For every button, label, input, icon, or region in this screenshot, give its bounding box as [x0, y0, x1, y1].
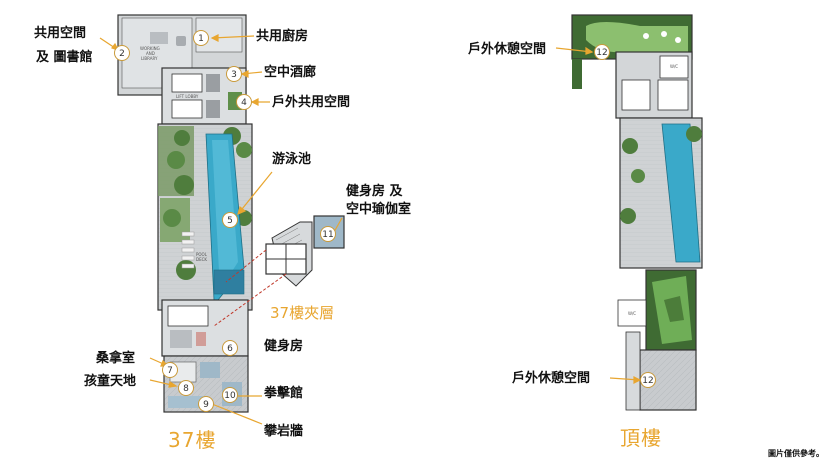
- badge-5: 5: [222, 212, 238, 228]
- label-library: 及 圖書館: [36, 50, 93, 65]
- badge-2: 2: [114, 45, 130, 61]
- roof-plan: [571, 14, 703, 411]
- room-label-library: LIBRARY: [141, 56, 158, 61]
- floor-37-plan: [117, 14, 253, 413]
- mezzanine-plan: [213, 215, 345, 327]
- floor-37-title: 37樓: [168, 428, 217, 452]
- label-gym-yoga-1: 健身房 及: [346, 184, 403, 199]
- label-roof-rest-bottom: 戶外休憩空間: [512, 371, 591, 386]
- room-label-lift-lobby: LIFT LOBBY: [176, 94, 199, 99]
- label-swimming-pool: 游泳池: [272, 152, 312, 167]
- label-sky-bar: 空中酒廊: [264, 65, 317, 80]
- badge-4: 4: [236, 94, 252, 110]
- label-gym: 健身房: [264, 339, 304, 354]
- badge-12-top: 12: [594, 44, 610, 60]
- label-shared-kitchen: 共用廚房: [256, 29, 309, 44]
- badge-11: 11: [320, 226, 336, 242]
- badge-10: 10: [222, 387, 238, 403]
- mezzanine-title: 37樓夾層: [270, 304, 335, 322]
- label-boxing: 拳擊館: [264, 386, 304, 401]
- label-outdoor-shared-space: 戶外共用空間: [272, 95, 351, 110]
- room-label-pool: POOL: [196, 252, 207, 257]
- roof-title: 頂樓: [620, 426, 662, 450]
- badge-9: 9: [198, 396, 214, 412]
- label-sauna: 桑拿室: [96, 351, 136, 366]
- badge-6: 6: [222, 340, 238, 356]
- label-kids-area: 孩童天地: [84, 374, 137, 389]
- badge-12-bottom: 12: [640, 372, 656, 388]
- disclaimer-note: 圖片僅供參考。: [768, 449, 824, 458]
- label-gym-yoga-2: 空中瑜伽室: [346, 202, 412, 217]
- room-label-wc: W/C: [628, 311, 637, 316]
- room-label-wc: W/C: [670, 64, 679, 69]
- badge-7: 7: [162, 362, 178, 378]
- label-roof-rest-top: 戶外休憩空間: [468, 42, 547, 57]
- label-climbing-wall: 攀岩牆: [264, 424, 304, 439]
- badge-1: 1: [193, 30, 209, 46]
- badge-8: 8: [178, 380, 194, 396]
- badge-3: 3: [226, 66, 242, 82]
- room-label-deck: DECK: [196, 257, 208, 262]
- label-shared-space: 共用空間: [34, 26, 87, 41]
- room-label-working: WORKING: [140, 46, 160, 51]
- room-label-and: AND: [146, 51, 155, 56]
